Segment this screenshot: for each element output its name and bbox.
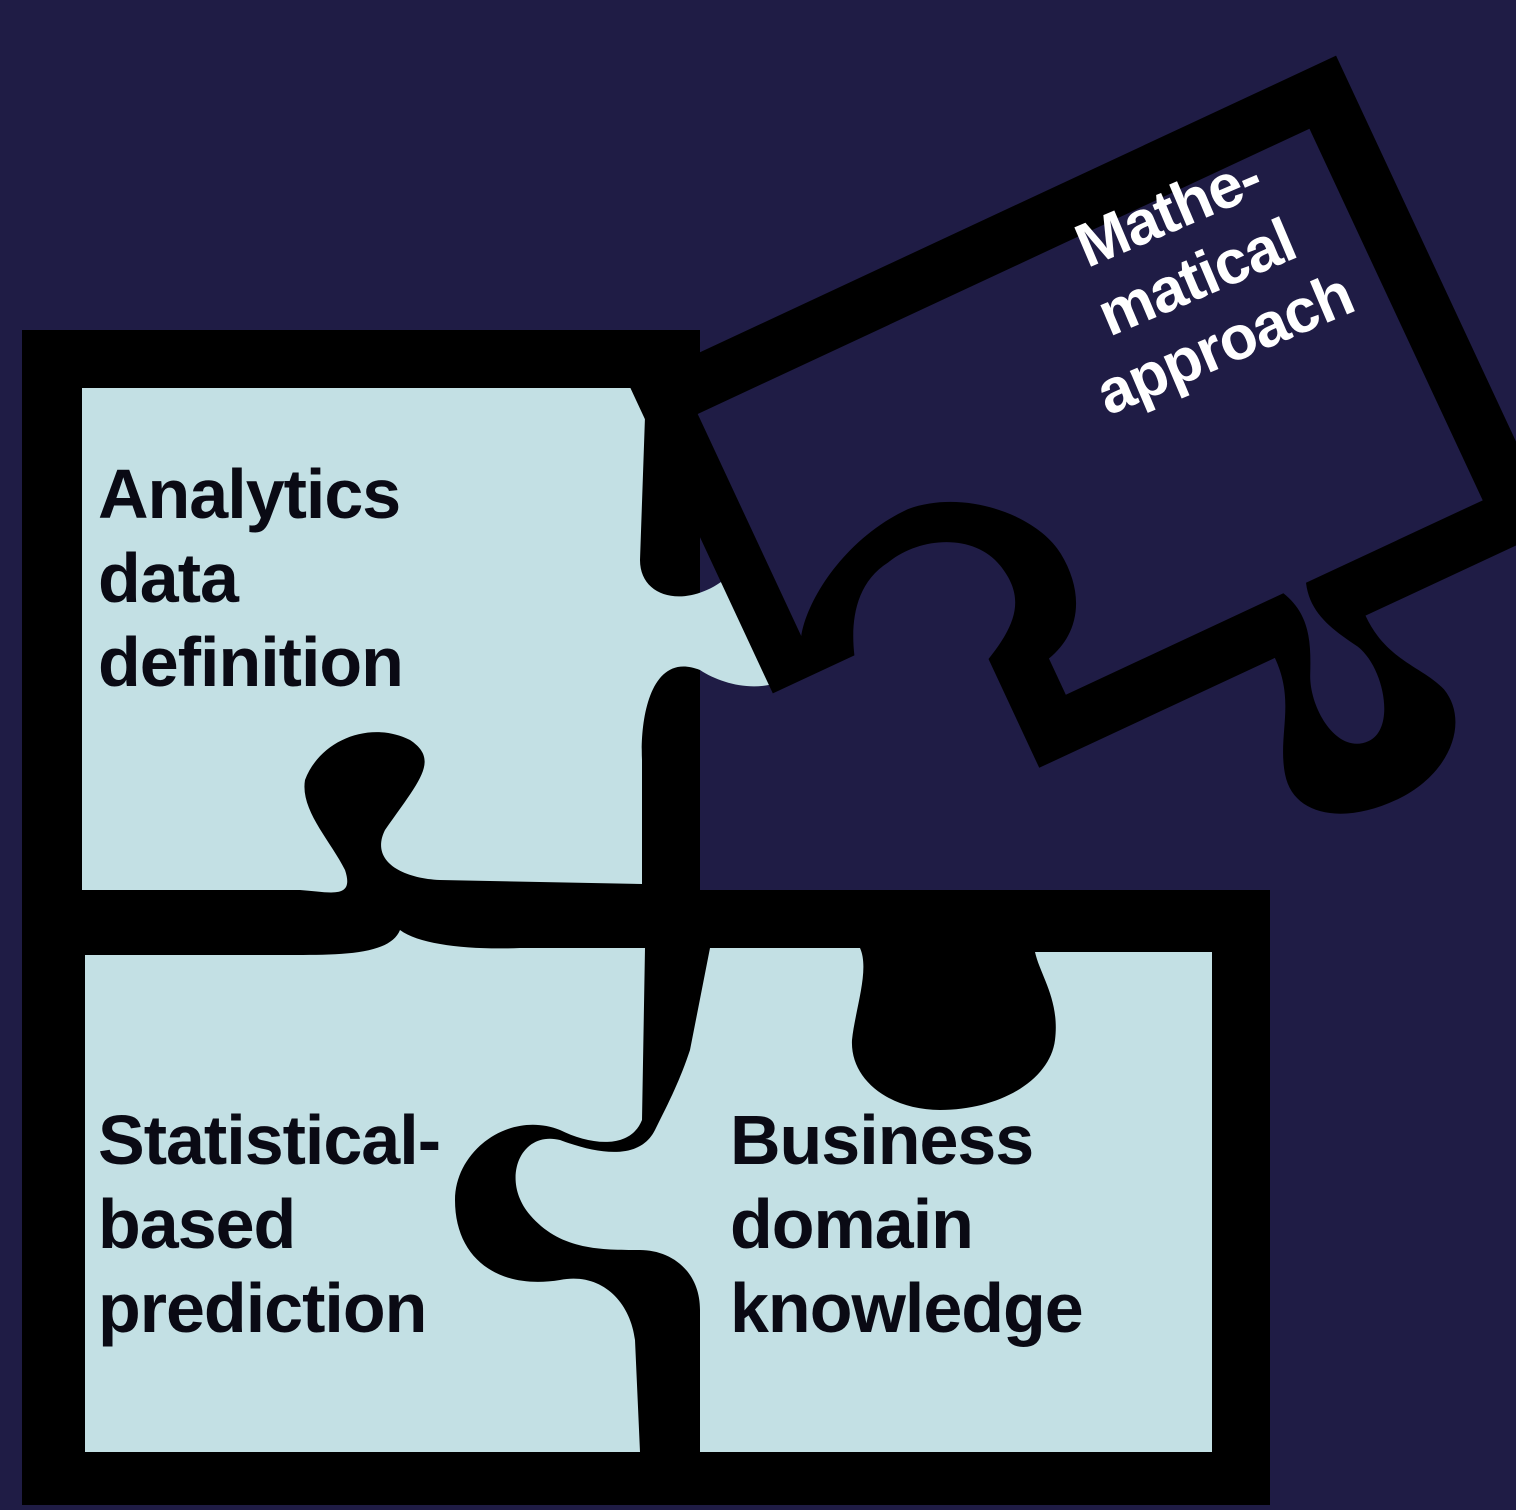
puzzle-piece-business (515, 948, 1212, 1452)
business-domain-knowledge-label: Business domain knowledge (730, 1101, 1084, 1347)
puzzle-piece-analytics (82, 388, 816, 893)
puzzle-piece-mathematical (629, 55, 1516, 814)
puzzle-piece-statistical (85, 930, 645, 1452)
analytics-data-definition-label: Analytics data definition (98, 455, 404, 701)
statistical-based-prediction-label: Statistical- based prediction (98, 1101, 441, 1347)
